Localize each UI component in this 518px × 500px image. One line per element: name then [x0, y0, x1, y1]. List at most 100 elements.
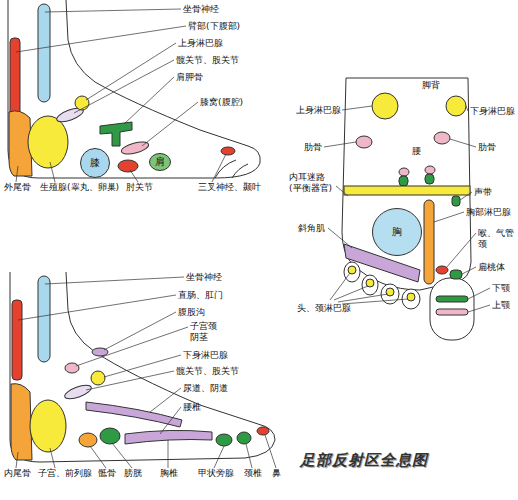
- zone-label: 内耳迷路(平衡器官): [289, 172, 335, 194]
- leader-line: [130, 170, 138, 182]
- leader-line: [324, 142, 356, 147]
- inner-foot: [30, 400, 66, 452]
- leader-line: [18, 295, 176, 320]
- zone-label: 肋骨: [304, 142, 322, 153]
- dorsal-foot: [342, 78, 471, 290]
- zone-label: 生殖腺(睾丸、卵巢): [40, 182, 119, 193]
- zone-label: 胸椎: [160, 468, 178, 479]
- dorsal-foot: [450, 270, 462, 279]
- outer-foot: [8, 0, 260, 178]
- zone-name: 胸: [392, 225, 402, 239]
- zone-shape: [373, 209, 422, 256]
- outer-foot: [28, 116, 68, 168]
- zone-label: 腰: [412, 146, 421, 157]
- leader-line: [168, 440, 169, 468]
- zone-label: 下颚: [492, 283, 510, 294]
- leader-line: [342, 299, 408, 304]
- dorsal-foot: [344, 262, 360, 282]
- dorsal-foot: [436, 296, 468, 302]
- leader-line: [328, 228, 352, 248]
- zone-label: 上身淋巴腺: [178, 38, 223, 49]
- zone-label: 三叉神经、颞叶: [198, 182, 261, 193]
- reflex-zone: 胸: [372, 208, 422, 256]
- dorsal-foot: [399, 176, 408, 186]
- leader-line: [16, 452, 18, 468]
- dorsal-foot: [446, 96, 466, 116]
- zone-label: 下身淋巴腺: [183, 350, 228, 361]
- zone-label: 髋关节、股关节: [176, 366, 239, 377]
- leader-line: [45, 9, 181, 12]
- leader-line: [265, 435, 276, 468]
- zone-label: 上颚: [492, 300, 510, 311]
- leader-line: [342, 106, 372, 110]
- leader-line: [330, 273, 350, 300]
- zone-label: 子宫、前列腺: [38, 468, 92, 479]
- zone-label: 膀胱: [124, 468, 142, 479]
- dorsal-foot: [366, 279, 374, 287]
- zone-label: 肘关节: [126, 182, 153, 193]
- zone-label: 喉、气管 颈: [478, 228, 518, 250]
- zone-label: 膝窝(腹腔): [200, 97, 243, 108]
- zone-label: 骶骨: [98, 468, 116, 479]
- leader-line: [434, 212, 464, 222]
- zone-label: 臂部(下腹部): [188, 21, 240, 32]
- zone-label: 扁桃体: [478, 262, 505, 273]
- zone-label: 子宫颈 阴茎: [190, 321, 220, 343]
- chart-title: 足部反射区全息图: [300, 451, 428, 470]
- leader-line: [104, 312, 176, 350]
- dorsal-foot: [424, 200, 434, 284]
- leader-line: [112, 443, 132, 468]
- dorsal-foot: [407, 293, 415, 301]
- leader-line: [124, 77, 174, 124]
- zone-label: 腰椎: [183, 402, 201, 413]
- leader-line: [16, 9, 226, 182]
- leader-line: [468, 305, 490, 312]
- zone-label: 坐骨神经: [186, 272, 222, 283]
- zone-label: 颈椎: [244, 468, 262, 479]
- inner-foot: [216, 434, 232, 446]
- zone-label: 腹股沟: [178, 307, 205, 318]
- outer-foot: [75, 96, 89, 110]
- reflex-zone: 肩: [149, 153, 171, 171]
- inner-foot: [11, 384, 32, 460]
- inner-foot: [38, 276, 50, 362]
- leader-line: [86, 371, 174, 390]
- zone-label: 上身淋巴腺: [296, 105, 341, 116]
- leader-line: [460, 192, 472, 200]
- dorsal-foot: [386, 288, 394, 296]
- zone-label: 直肠、肛门: [178, 290, 223, 301]
- leader-line: [50, 448, 55, 468]
- outer-foot: [215, 160, 248, 178]
- zone-label: 肩胛骨: [176, 72, 203, 83]
- dorsal-foot: [342, 78, 474, 340]
- inner-foot: [125, 430, 212, 444]
- dorsal-foot: [430, 278, 474, 340]
- dorsal-foot: [425, 166, 435, 174]
- dorsal-foot: [452, 196, 460, 206]
- outer-foot: [38, 4, 50, 102]
- zone-label: 胸部淋巴腺: [466, 207, 511, 218]
- inner-foot: [63, 383, 93, 402]
- leader-line: [16, 277, 276, 468]
- outer-foot: [100, 122, 132, 146]
- inner-foot: [79, 433, 97, 447]
- zone-label: 内尾骨: [4, 468, 31, 479]
- leader-line: [74, 60, 174, 113]
- zone-label: 斜角肌: [298, 223, 325, 234]
- leader-line: [462, 267, 476, 274]
- leader-line: [450, 139, 476, 147]
- zone-label: 声带: [474, 187, 492, 198]
- leader-line: [246, 444, 252, 468]
- inner-foot: [237, 432, 251, 444]
- dorsal-foot: [436, 309, 468, 315]
- leader-line: [86, 43, 176, 100]
- inner-foot: [86, 402, 182, 427]
- leader-line: [16, 26, 186, 52]
- zone-label: 鼻: [272, 468, 281, 479]
- leader-line: [104, 355, 181, 377]
- dorsal-foot: [372, 93, 398, 119]
- dorsal-foot: [348, 266, 356, 274]
- leader-line: [212, 154, 226, 182]
- zone-label: 头、颈淋巴腺: [297, 303, 351, 314]
